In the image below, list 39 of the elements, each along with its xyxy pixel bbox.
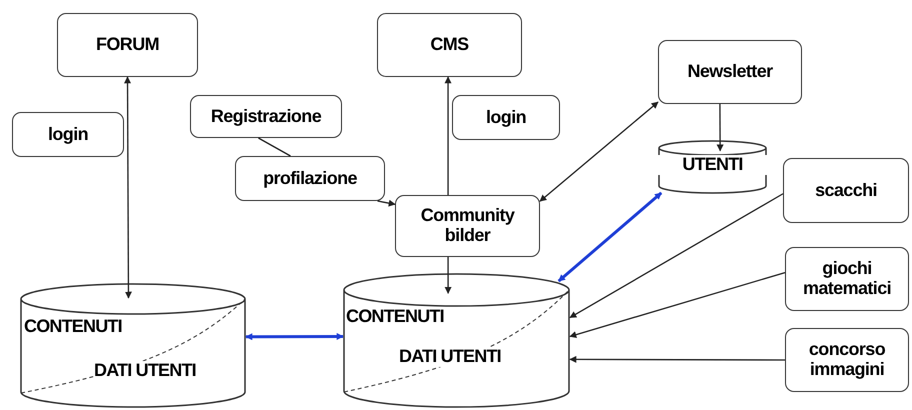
arrow — [569, 272, 786, 338]
double-arrow — [124, 76, 132, 299]
box-label: CMS — [430, 35, 469, 55]
rounded-box — [57, 13, 198, 77]
arrow — [377, 200, 396, 207]
box-label: Newsletter — [687, 62, 773, 82]
rounded-box — [658, 40, 802, 104]
rounded-box — [235, 156, 385, 201]
rounded-box — [190, 95, 342, 138]
arrow — [569, 356, 785, 363]
rounded-box — [783, 158, 909, 223]
database-cylinder — [658, 140, 767, 194]
box-label: login — [48, 124, 88, 144]
box-label: scacchi — [815, 180, 877, 200]
rounded-box — [377, 13, 522, 77]
box-label: profilazione — [263, 168, 357, 188]
rounded-box — [395, 195, 540, 257]
double-arrow — [558, 192, 662, 282]
database-cylinder — [20, 283, 246, 408]
arrow — [444, 76, 452, 195]
box-label: giochi matematici — [802, 259, 892, 299]
box-label: Community bilder — [420, 206, 516, 246]
connector-line — [258, 137, 291, 157]
box-label: Registrazione — [210, 106, 322, 126]
rounded-box — [785, 328, 909, 392]
database-cylinder — [343, 273, 570, 408]
box-label: concorso immagini — [808, 340, 886, 380]
arrow — [444, 257, 452, 294]
rounded-box — [785, 247, 909, 311]
cylinder-label: DATI UTENTI — [399, 347, 501, 367]
double-arrow — [539, 102, 659, 202]
box-label: FORUM — [96, 35, 159, 55]
double-arrow — [245, 332, 344, 340]
rounded-box — [12, 112, 124, 157]
cylinder-label: UTENTI — [658, 155, 767, 175]
arrow — [569, 193, 784, 318]
box-label: login — [486, 108, 526, 128]
rounded-box — [452, 95, 560, 140]
arrow — [716, 104, 724, 152]
